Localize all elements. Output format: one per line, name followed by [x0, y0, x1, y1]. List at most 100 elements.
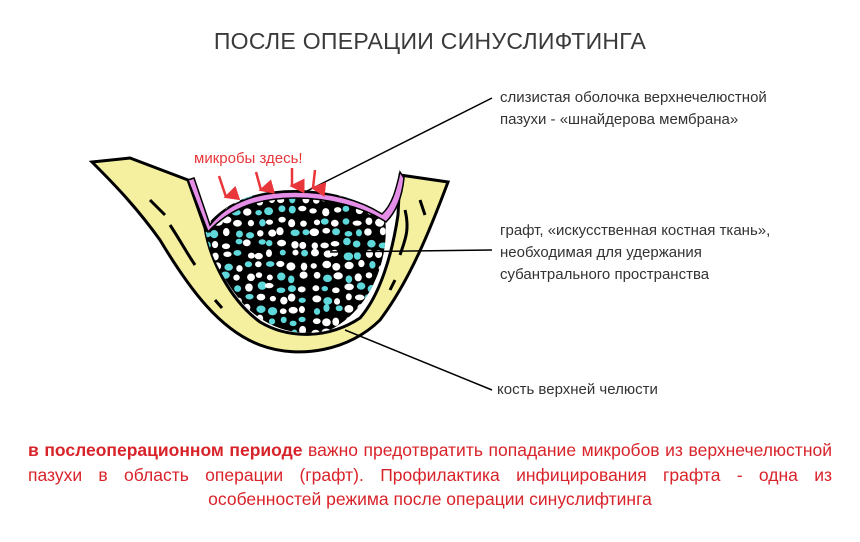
granule — [322, 318, 331, 327]
granule — [290, 229, 300, 237]
granule — [309, 208, 317, 214]
granule — [323, 274, 332, 283]
granule — [297, 286, 306, 293]
granule — [291, 329, 298, 333]
granule — [242, 239, 251, 247]
granule — [279, 249, 286, 256]
granule — [278, 205, 286, 213]
granule — [279, 308, 287, 315]
granule — [344, 231, 353, 237]
granule — [356, 194, 364, 202]
granule — [257, 230, 264, 237]
graft-label-line: графт, «искусственная костная ткань», — [500, 222, 771, 239]
granule — [276, 287, 286, 294]
granule — [352, 240, 361, 248]
bone-leader-line — [344, 329, 493, 391]
granule — [254, 252, 263, 260]
granule — [321, 285, 329, 292]
membrane-label: слизистая оболочка верхнечелюстной пазух… — [500, 87, 767, 131]
granule — [353, 251, 361, 260]
granule — [299, 271, 308, 279]
granule — [345, 293, 352, 301]
granule — [286, 262, 296, 271]
graft-leader-line — [329, 249, 493, 253]
granule — [288, 219, 296, 228]
granule — [211, 240, 219, 249]
granule — [280, 296, 288, 305]
note-paragraph: в послеоперационном периоде важно предот… — [28, 438, 832, 512]
granule — [310, 248, 319, 257]
arrow-2 — [254, 171, 276, 194]
granule — [224, 331, 232, 333]
arrow-1 — [217, 175, 241, 201]
granule — [342, 205, 350, 212]
granule — [255, 209, 262, 216]
granule — [291, 241, 299, 249]
granule — [224, 263, 233, 271]
granule — [333, 272, 343, 280]
granule — [245, 293, 254, 300]
granule — [334, 207, 342, 213]
granule — [330, 241, 340, 247]
note-bold: в послеоперационном периоде — [28, 440, 303, 460]
granule — [367, 284, 377, 293]
granule — [257, 281, 267, 290]
granule — [234, 285, 242, 292]
granule — [345, 275, 353, 283]
granule — [210, 229, 219, 239]
granule — [377, 194, 385, 201]
granule — [310, 263, 317, 269]
granule — [277, 239, 287, 247]
granule — [320, 218, 329, 225]
granule — [332, 317, 340, 326]
graft-label-line: субантрального пространства — [500, 266, 710, 283]
granule — [369, 260, 376, 269]
granule — [375, 218, 385, 227]
granule — [312, 285, 320, 292]
granule — [265, 249, 272, 257]
granule — [322, 227, 331, 234]
granule — [313, 219, 321, 226]
granule — [379, 227, 386, 236]
granule — [267, 307, 278, 316]
granule — [335, 305, 343, 312]
granule — [223, 251, 232, 257]
granule — [247, 219, 255, 227]
granule — [323, 304, 330, 312]
granule — [312, 295, 322, 303]
granule — [268, 318, 276, 325]
note-text: важно предотвратить попадание микробов и… — [28, 440, 832, 509]
granule — [292, 249, 299, 256]
granule — [266, 240, 273, 247]
granule — [233, 219, 242, 227]
granule — [343, 252, 354, 261]
granule — [287, 285, 296, 292]
granule — [323, 297, 333, 305]
granule — [298, 306, 305, 314]
granule — [256, 293, 266, 301]
granule — [330, 249, 339, 257]
granule — [343, 237, 351, 246]
microbes-label: микробы здесь! — [194, 150, 303, 167]
microbe-arrows — [217, 168, 327, 201]
granule — [222, 228, 230, 237]
granule — [277, 272, 286, 281]
granule — [233, 249, 242, 256]
schneiderian-membrane — [187, 170, 405, 234]
granule — [301, 249, 309, 257]
granule — [245, 283, 253, 292]
granule — [300, 220, 307, 227]
granule — [332, 287, 340, 294]
granule — [255, 272, 263, 279]
granule — [268, 229, 277, 237]
granule — [247, 252, 255, 259]
granule — [365, 217, 373, 225]
granule — [298, 316, 306, 323]
granule — [365, 272, 373, 279]
granule — [352, 220, 362, 226]
granule — [299, 325, 307, 333]
granule — [288, 205, 296, 214]
granule — [211, 194, 221, 202]
granule — [205, 317, 210, 326]
granule — [288, 275, 295, 284]
